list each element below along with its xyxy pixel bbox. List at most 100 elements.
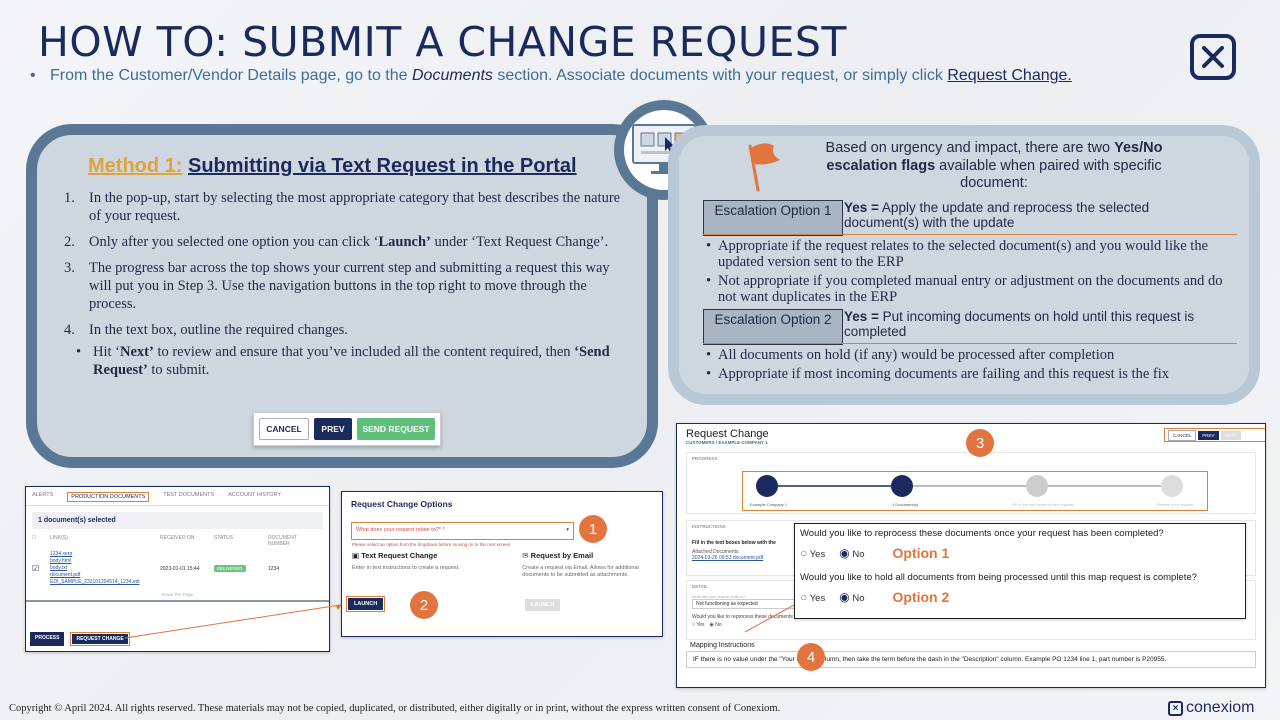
option-desc: Apply the update and reprocess the selec… <box>844 200 1150 230</box>
bullet-text: All documents on hold (if any) would be … <box>718 347 1115 363</box>
row-checkbox[interactable]: ☑ <box>32 564 40 573</box>
intro-bold: Yes/No escalation flags <box>826 140 1163 174</box>
table-row[interactable]: ☑ 1234.xerp body.html body.txt document.… <box>32 551 323 586</box>
request-methods: ▣ Text Request Change Enter in text inst… <box>342 547 662 579</box>
documents-screenshot: ALERTS PRODUCTION DOCUMENTS TEST DOCUMEN… <box>25 486 330 652</box>
doc-link[interactable]: body.txt <box>50 565 68 571</box>
radio-yes[interactable]: ○ Yes <box>692 622 705 628</box>
radio-selected-icon: ◉ <box>839 590 850 604</box>
option-desc: Put incoming documents on hold until thi… <box>844 309 1195 339</box>
step-bold: Launch’ <box>378 234 431 250</box>
step-pre: Only after you selected one option you c… <box>89 234 379 250</box>
radio-yes[interactable]: ○ Yes <box>800 546 825 560</box>
next-button[interactable]: NEXT <box>1220 430 1241 440</box>
attached-label: Attached Documents: <box>692 549 740 555</box>
sub-text: Hit ‘Next’ to review and ensure that you… <box>93 343 624 379</box>
cancel-button[interactable]: CANCEL <box>1168 429 1197 441</box>
callout-1: 1 <box>579 515 607 543</box>
reprocess-question: Would you like to reprocess these docume… <box>692 614 884 620</box>
reprocess-radios: ○ Yes ◉ No <box>692 622 1250 628</box>
relate-select[interactable]: What does your request relate to?* *▾ <box>351 522 574 540</box>
option-1-label: Option 1 <box>892 545 950 561</box>
doc-link[interactable]: 1234.xerp <box>50 551 73 557</box>
radio-no[interactable]: ◉ No <box>709 622 722 628</box>
step-num: 3. <box>64 260 75 276</box>
status-cell: DELIVERED <box>214 564 268 572</box>
yes-label: Yes = <box>844 200 879 215</box>
chevron-down-icon: ▾ <box>566 527 569 533</box>
cancel-button[interactable]: CANCEL <box>259 418 309 440</box>
step-label: Fill in the text boxes to this request <box>1012 502 1074 507</box>
escalation-panel <box>668 125 1260 405</box>
radio-no[interactable]: ◉ No <box>839 590 864 604</box>
attached-document-link[interactable]: 2024-03-26 09:53 document.pdf <box>692 555 764 561</box>
radio-empty-icon: ○ <box>800 546 808 560</box>
tab-alerts[interactable]: ALERTS <box>32 492 54 498</box>
launch-email-button[interactable]: LAUNCH <box>525 599 561 611</box>
prev-button[interactable]: PREV <box>314 418 352 440</box>
radio-yes[interactable]: ○ Yes <box>800 590 825 604</box>
received-on: 2023-01-01 15:44 <box>160 565 200 572</box>
col-docnum: DOCUMENT NUMBER <box>268 535 297 547</box>
launch-text-button[interactable]: LAUNCH <box>348 598 384 610</box>
doc-link[interactable]: EDI_SAMPLE_232101204514_1234.edi <box>50 579 140 585</box>
request-change-button[interactable]: REQUEST CHANGE <box>72 634 128 644</box>
list-item: •Not appropriate if you completed manual… <box>706 273 1226 305</box>
radio-no[interactable]: ◉ No <box>839 546 864 560</box>
launch-highlight: LAUNCH <box>346 596 386 612</box>
nav-button-bar: CANCEL PREV SEND REQUEST <box>253 412 441 446</box>
method-label: Method 1: <box>88 155 183 177</box>
doc-tabs: ALERTS PRODUCTION DOCUMENTS TEST DOCUMEN… <box>26 487 329 506</box>
text-request-desc: Enter in text instructions to create a r… <box>352 565 460 571</box>
radio-selected-icon: ◉ <box>839 546 850 560</box>
mapping-label: Mapping Instructions <box>690 642 755 649</box>
breadcrumb: CUSTOMERS / EXAMPLE COMPANY 1 <box>686 440 768 445</box>
bullet-text: Appropriate if most incoming documents a… <box>718 366 1170 382</box>
popup-question-2: Would you like to hold all documents fro… <box>800 572 1197 583</box>
col-links: LINK(S) <box>50 535 68 541</box>
doc-link[interactable]: document.pdf <box>50 572 81 578</box>
no-label: No <box>852 549 865 560</box>
request-change-link[interactable]: Request Change. <box>947 67 1072 84</box>
progress-steps <box>756 475 1183 497</box>
callout-2: 2 <box>410 591 438 619</box>
method-panel <box>26 124 658 468</box>
method-heading: Method 1: Submitting via Text Request in… <box>88 155 577 178</box>
step-text: In the text box, outline the required ch… <box>89 322 348 338</box>
intro-pre: From the Customer/Vendor Details page, g… <box>50 67 408 84</box>
status-badge: DELIVERED <box>214 564 246 572</box>
intro-post: available when paired with specific docu… <box>935 157 1162 192</box>
select-error: Please select an option from the dropdow… <box>352 542 511 547</box>
popup-radios-1: ○ Yes ◉ No Option 1 <box>800 545 1240 561</box>
tab-account-history[interactable]: ACCOUNT HISTORY <box>228 492 282 498</box>
mapping-instructions-input[interactable]: IF there is no value under the "Your Par… <box>686 651 1256 668</box>
rows-per-page[interactable]: Rows Per Page <box>161 592 194 597</box>
list-item: •Appropriate if most incoming documents … <box>706 366 1226 382</box>
bullet: • <box>706 238 712 254</box>
selection-count: 1 document(s) selected <box>32 512 323 529</box>
step-label: 1 Document(s) <box>892 502 919 507</box>
method-steps: 1.In the pop-up, start by selecting the … <box>64 189 624 379</box>
divider <box>703 234 1237 235</box>
escalation-option-2-text: Yes = Put incoming documents on hold unt… <box>844 309 1234 339</box>
text-request-option: ▣ Text Request Change Enter in text inst… <box>352 551 512 579</box>
step-4: 4.In the text box, outline the required … <box>64 321 624 339</box>
tab-production-documents[interactable]: PRODUCTION DOCUMENTS <box>67 492 150 502</box>
tab-test-documents[interactable]: TEST DOCUMENTS <box>163 492 215 498</box>
process-button[interactable]: PROCESS <box>30 632 65 646</box>
checkbox-header[interactable]: ☐ <box>32 535 37 541</box>
radio-empty-icon: ○ <box>800 590 808 604</box>
doc-link[interactable]: body.html <box>50 558 72 564</box>
escalation-option-2-label: Escalation Option 2 <box>703 309 843 345</box>
rc-nav-buttons: CANCEL PREV NEXT <box>1164 428 1265 442</box>
escalation-option-1-bullets: •Appropriate if the request relates to t… <box>706 238 1226 305</box>
intro-pre: Based on urgency and impact, there are t… <box>825 140 1115 156</box>
prev-button[interactable]: PREV <box>1198 430 1219 440</box>
step-text: Only after you selected one option you c… <box>89 233 608 251</box>
email-request-option: ✉ Request by Email Create a request via … <box>522 551 652 579</box>
send-request-button[interactable]: SEND REQUEST <box>357 418 435 440</box>
sub-mid: to review and ensure that you’ve include… <box>153 344 575 360</box>
email-request-desc: Create a request via Email. Allows for a… <box>522 565 639 578</box>
